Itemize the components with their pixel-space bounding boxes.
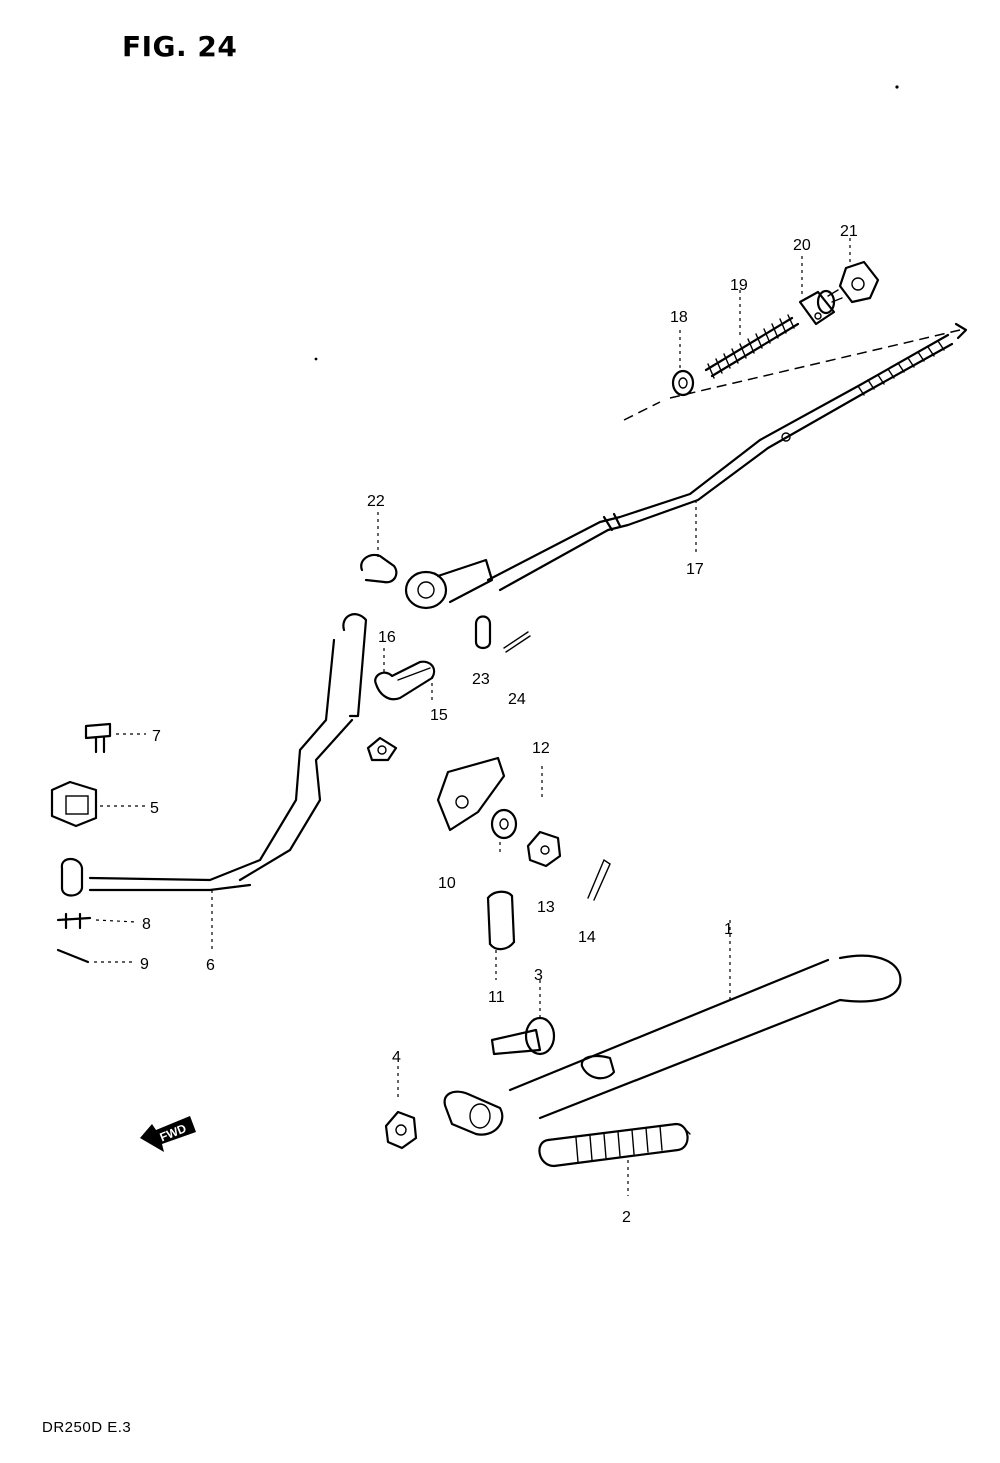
- clevis-15-16: [374, 660, 436, 701]
- nut-13: [526, 830, 562, 868]
- callout-2: 2: [622, 1209, 631, 1226]
- washer-18: [671, 369, 695, 397]
- spring-19: [704, 314, 800, 379]
- callout-11: 11: [488, 989, 505, 1006]
- assembly-arrow: [954, 322, 968, 340]
- callout-22: 22: [367, 493, 385, 510]
- callout-18: 18: [670, 309, 688, 326]
- spring-11: [486, 890, 516, 951]
- callout-14: 14: [578, 929, 596, 946]
- speck: [895, 85, 899, 89]
- side-stand-1: [443, 954, 902, 1136]
- callout-23: 23: [472, 671, 490, 688]
- speck: [314, 357, 318, 361]
- bolt-3: [490, 1016, 556, 1056]
- cotter-pin-24: [503, 631, 531, 653]
- callout-8: 8: [142, 916, 151, 933]
- callout-4: 4: [392, 1049, 401, 1066]
- pin-23: [474, 615, 492, 650]
- pad-5: [50, 780, 98, 828]
- assembly-line: [623, 329, 961, 421]
- callout-15: 15: [430, 707, 448, 724]
- callout-5: 5: [150, 800, 159, 817]
- fwd-label: FWD: [158, 1121, 189, 1144]
- model-code: DR250D E.3: [42, 1419, 131, 1436]
- callout-10: 10: [438, 875, 456, 892]
- figure-title: FIG. 24: [122, 30, 237, 63]
- callout-19: 19: [730, 277, 748, 294]
- callout-16: 16: [378, 629, 396, 646]
- pivot-lug: [366, 736, 398, 762]
- pin-9: [56, 948, 90, 964]
- nut-21: [827, 260, 880, 304]
- washer-10: [490, 808, 518, 840]
- callout-17: 17: [686, 561, 704, 578]
- cotter-14: [587, 858, 611, 901]
- callout-7: 7: [152, 728, 161, 745]
- callout-6: 6: [206, 957, 215, 974]
- callout-13: 13: [537, 899, 555, 916]
- callout-1: 1: [724, 921, 733, 938]
- rubber-2: [538, 1122, 691, 1168]
- pedal-arm: [88, 613, 368, 892]
- callout-12: 12: [532, 740, 550, 757]
- leader-lines: [94, 238, 851, 1196]
- nut-4: [384, 1110, 418, 1150]
- joint-20: [798, 289, 836, 326]
- callout-21: 21: [840, 223, 858, 240]
- bracket-12: [436, 756, 506, 832]
- callout-20: 20: [793, 237, 811, 254]
- callout-24: 24: [508, 691, 526, 708]
- callout-3: 3: [534, 967, 543, 984]
- pivot-bushing-22: [360, 553, 494, 610]
- tip-6: [60, 857, 84, 897]
- clip-8: [56, 912, 92, 930]
- fwd-arrow-badge: FWD: [140, 1116, 196, 1152]
- bolt-7: [84, 722, 112, 754]
- brake-rod-17: [486, 333, 954, 592]
- callout-9: 9: [140, 956, 149, 973]
